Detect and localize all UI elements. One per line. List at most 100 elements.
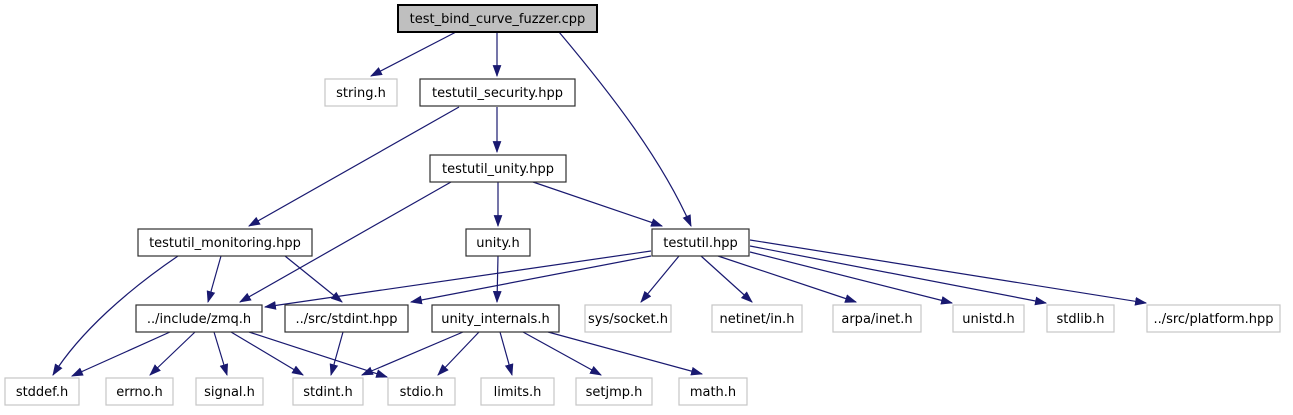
node-label-stdio_h: stdio.h: [400, 385, 444, 400]
node-unistd_h[interactable]: unistd.h: [952, 304, 1025, 333]
edge-testutil_security_hpp-to-testutil_monitoring_hpp: [248, 106, 460, 227]
node-label-stdint_h: stdint.h: [303, 385, 352, 400]
edge-testutil_hpp-to-src_stdint_hpp: [409, 255, 652, 305]
node-label-limits_h: limits.h: [494, 385, 542, 400]
node-testutil_hpp[interactable]: testutil.hpp: [651, 228, 750, 257]
node-label-math_h: math.h: [690, 385, 736, 400]
node-label-unity_h: unity.h: [476, 236, 519, 251]
node-box-unistd_h[interactable]: [952, 304, 1025, 333]
node-box-src_stdint_hpp[interactable]: [284, 304, 409, 333]
node-box-stdlib_h[interactable]: [1046, 304, 1115, 333]
edge-testutil_monitoring_hpp-to-stddef_h: [52, 255, 179, 376]
node-label-unistd_h: unistd.h: [962, 312, 1015, 327]
edge-testutil_hpp-to-arpa_inet_h: [717, 255, 858, 303]
edge-src_stdint_hpp-to-stdint_h: [329, 331, 344, 377]
node-box-string_h[interactable]: [324, 78, 398, 107]
node-label-platform_hpp: ../src/platform.hpp: [1153, 312, 1273, 327]
node-label-errno_h: errno.h: [116, 385, 163, 400]
node-label-unity_internals_h: unity_internals.h: [441, 312, 549, 327]
node-box-stddef_h[interactable]: [4, 377, 80, 406]
edge-zmq_h-to-stddef_h: [71, 331, 171, 377]
node-label-string_h: string.h: [336, 86, 386, 101]
edge-testutil_hpp-to-stdlib_h: [749, 245, 1048, 306]
node-box-netinet_in_h[interactable]: [711, 304, 803, 333]
edge-testutil_hpp-to-netinet_in_h: [700, 255, 753, 303]
node-stdint_h[interactable]: stdint.h: [292, 377, 364, 406]
node-box-zmq_h[interactable]: [135, 304, 263, 333]
node-netinet_in_h[interactable]: netinet/in.h: [711, 304, 803, 333]
node-stddef_h[interactable]: stddef.h: [4, 377, 80, 406]
edge-unity_h-to-unity_internals_h: [492, 255, 502, 304]
node-box-platform_hpp[interactable]: [1146, 304, 1281, 333]
node-label-testutil_hpp: testutil.hpp: [663, 236, 737, 251]
edge-zmq_h-to-signal_h: [213, 331, 229, 377]
node-label-stdlib_h: stdlib.h: [1057, 312, 1105, 327]
node-arpa_inet_h[interactable]: arpa/inet.h: [832, 304, 922, 333]
node-box-errno_h[interactable]: [105, 377, 174, 406]
node-testutil_security_hpp[interactable]: testutil_security.hpp: [419, 78, 576, 107]
node-testutil_monitoring_hpp[interactable]: testutil_monitoring.hpp: [137, 228, 313, 257]
node-box-setjmp_h[interactable]: [575, 377, 653, 406]
node-signal_h[interactable]: signal.h: [195, 377, 264, 406]
node-src_stdint_hpp[interactable]: ../src/stdint.hpp: [284, 304, 409, 333]
node-setjmp_h[interactable]: setjmp.h: [575, 377, 653, 406]
node-label-testutil_unity_hpp: testutil_unity.hpp: [442, 162, 554, 177]
edge-unity_internals_h-to-limits_h: [499, 331, 514, 377]
edges-layer: [52, 31, 1148, 378]
nodes-layer: test_bind_curve_fuzzer.cpp string.h testut…: [4, 4, 1281, 406]
node-box-testutil_unity_hpp[interactable]: [429, 154, 567, 183]
node-box-testutil_hpp[interactable]: [651, 228, 750, 257]
node-unity_h[interactable]: unity.h: [465, 228, 531, 257]
edge-testutil_hpp-to-platform_hpp: [749, 239, 1148, 306]
node-label-arpa_inet_h: arpa/inet.h: [841, 312, 912, 327]
node-math_h[interactable]: math.h: [678, 377, 748, 406]
node-box-arpa_inet_h[interactable]: [832, 304, 922, 333]
edge-testutil_monitoring_hpp-to-zmq_h: [206, 255, 222, 304]
node-label-testutil_monitoring_hpp: testutil_monitoring.hpp: [149, 236, 301, 251]
edge-testutil_hpp-to-sys_socket_h: [640, 255, 680, 303]
node-box-test_bind_curve_fuzzer_cpp[interactable]: [397, 4, 598, 33]
node-box-signal_h[interactable]: [195, 377, 264, 406]
node-label-signal_h: signal.h: [204, 385, 255, 400]
node-label-stddef_h: stddef.h: [16, 385, 68, 400]
node-errno_h[interactable]: errno.h: [105, 377, 174, 406]
edge-testutil_monitoring_hpp-to-src_stdint_hpp: [284, 255, 343, 303]
node-box-unity_h[interactable]: [465, 228, 531, 257]
node-platform_hpp[interactable]: ../src/platform.hpp: [1146, 304, 1281, 333]
node-box-sys_socket_h[interactable]: [584, 304, 672, 333]
node-label-src_stdint_hpp: ../src/stdint.hpp: [296, 312, 398, 327]
node-box-testutil_monitoring_hpp[interactable]: [137, 228, 313, 257]
node-limits_h[interactable]: limits.h: [480, 377, 555, 406]
edge-testutil_hpp-to-unistd_h: [749, 251, 954, 305]
node-label-test_bind_curve_fuzzer_cpp: test_bind_curve_fuzzer.cpp: [410, 12, 586, 27]
node-box-stdio_h[interactable]: [387, 377, 456, 406]
edge-zmq_h-to-stdint_h: [230, 331, 304, 376]
node-label-zmq_h: ../include/zmq.h: [147, 312, 251, 327]
edge-zmq_h-to-errno_h: [149, 331, 196, 376]
node-unity_internals_h[interactable]: unity_internals.h: [431, 304, 560, 333]
node-label-sys_socket_h: sys/socket.h: [588, 312, 668, 327]
node-box-testutil_security_hpp[interactable]: [419, 78, 576, 107]
edge-testutil_unity_hpp-to-testutil_hpp: [532, 181, 664, 227]
node-label-netinet_in_h: netinet/in.h: [720, 312, 795, 327]
node-test_bind_curve_fuzzer_cpp[interactable]: test_bind_curve_fuzzer.cpp: [397, 4, 598, 33]
node-box-unity_internals_h[interactable]: [431, 304, 560, 333]
edge-unity_internals_h-to-setjmp_h: [522, 331, 602, 376]
node-box-limits_h[interactable]: [480, 377, 555, 406]
node-testutil_unity_hpp[interactable]: testutil_unity.hpp: [429, 154, 567, 183]
node-zmq_h[interactable]: ../include/zmq.h: [135, 304, 263, 333]
node-box-math_h[interactable]: [678, 377, 748, 406]
edge-test_bind_curve_fuzzer_cpp-to-string_h: [370, 31, 457, 77]
node-sys_socket_h[interactable]: sys/socket.h: [584, 304, 672, 333]
node-label-testutil_security_hpp: testutil_security.hpp: [432, 86, 563, 101]
node-stdio_h[interactable]: stdio.h: [387, 377, 456, 406]
node-string_h[interactable]: string.h: [324, 78, 398, 107]
edge-testutil_unity_hpp-to-zmq_h: [239, 181, 452, 303]
node-box-stdint_h[interactable]: [292, 377, 364, 406]
edge-unity_internals_h-to-math_h: [547, 331, 704, 376]
node-label-setjmp_h: setjmp.h: [586, 385, 643, 400]
node-stdlib_h[interactable]: stdlib.h: [1046, 304, 1115, 333]
edge-unity_internals_h-to-stdint_h: [360, 331, 464, 376]
